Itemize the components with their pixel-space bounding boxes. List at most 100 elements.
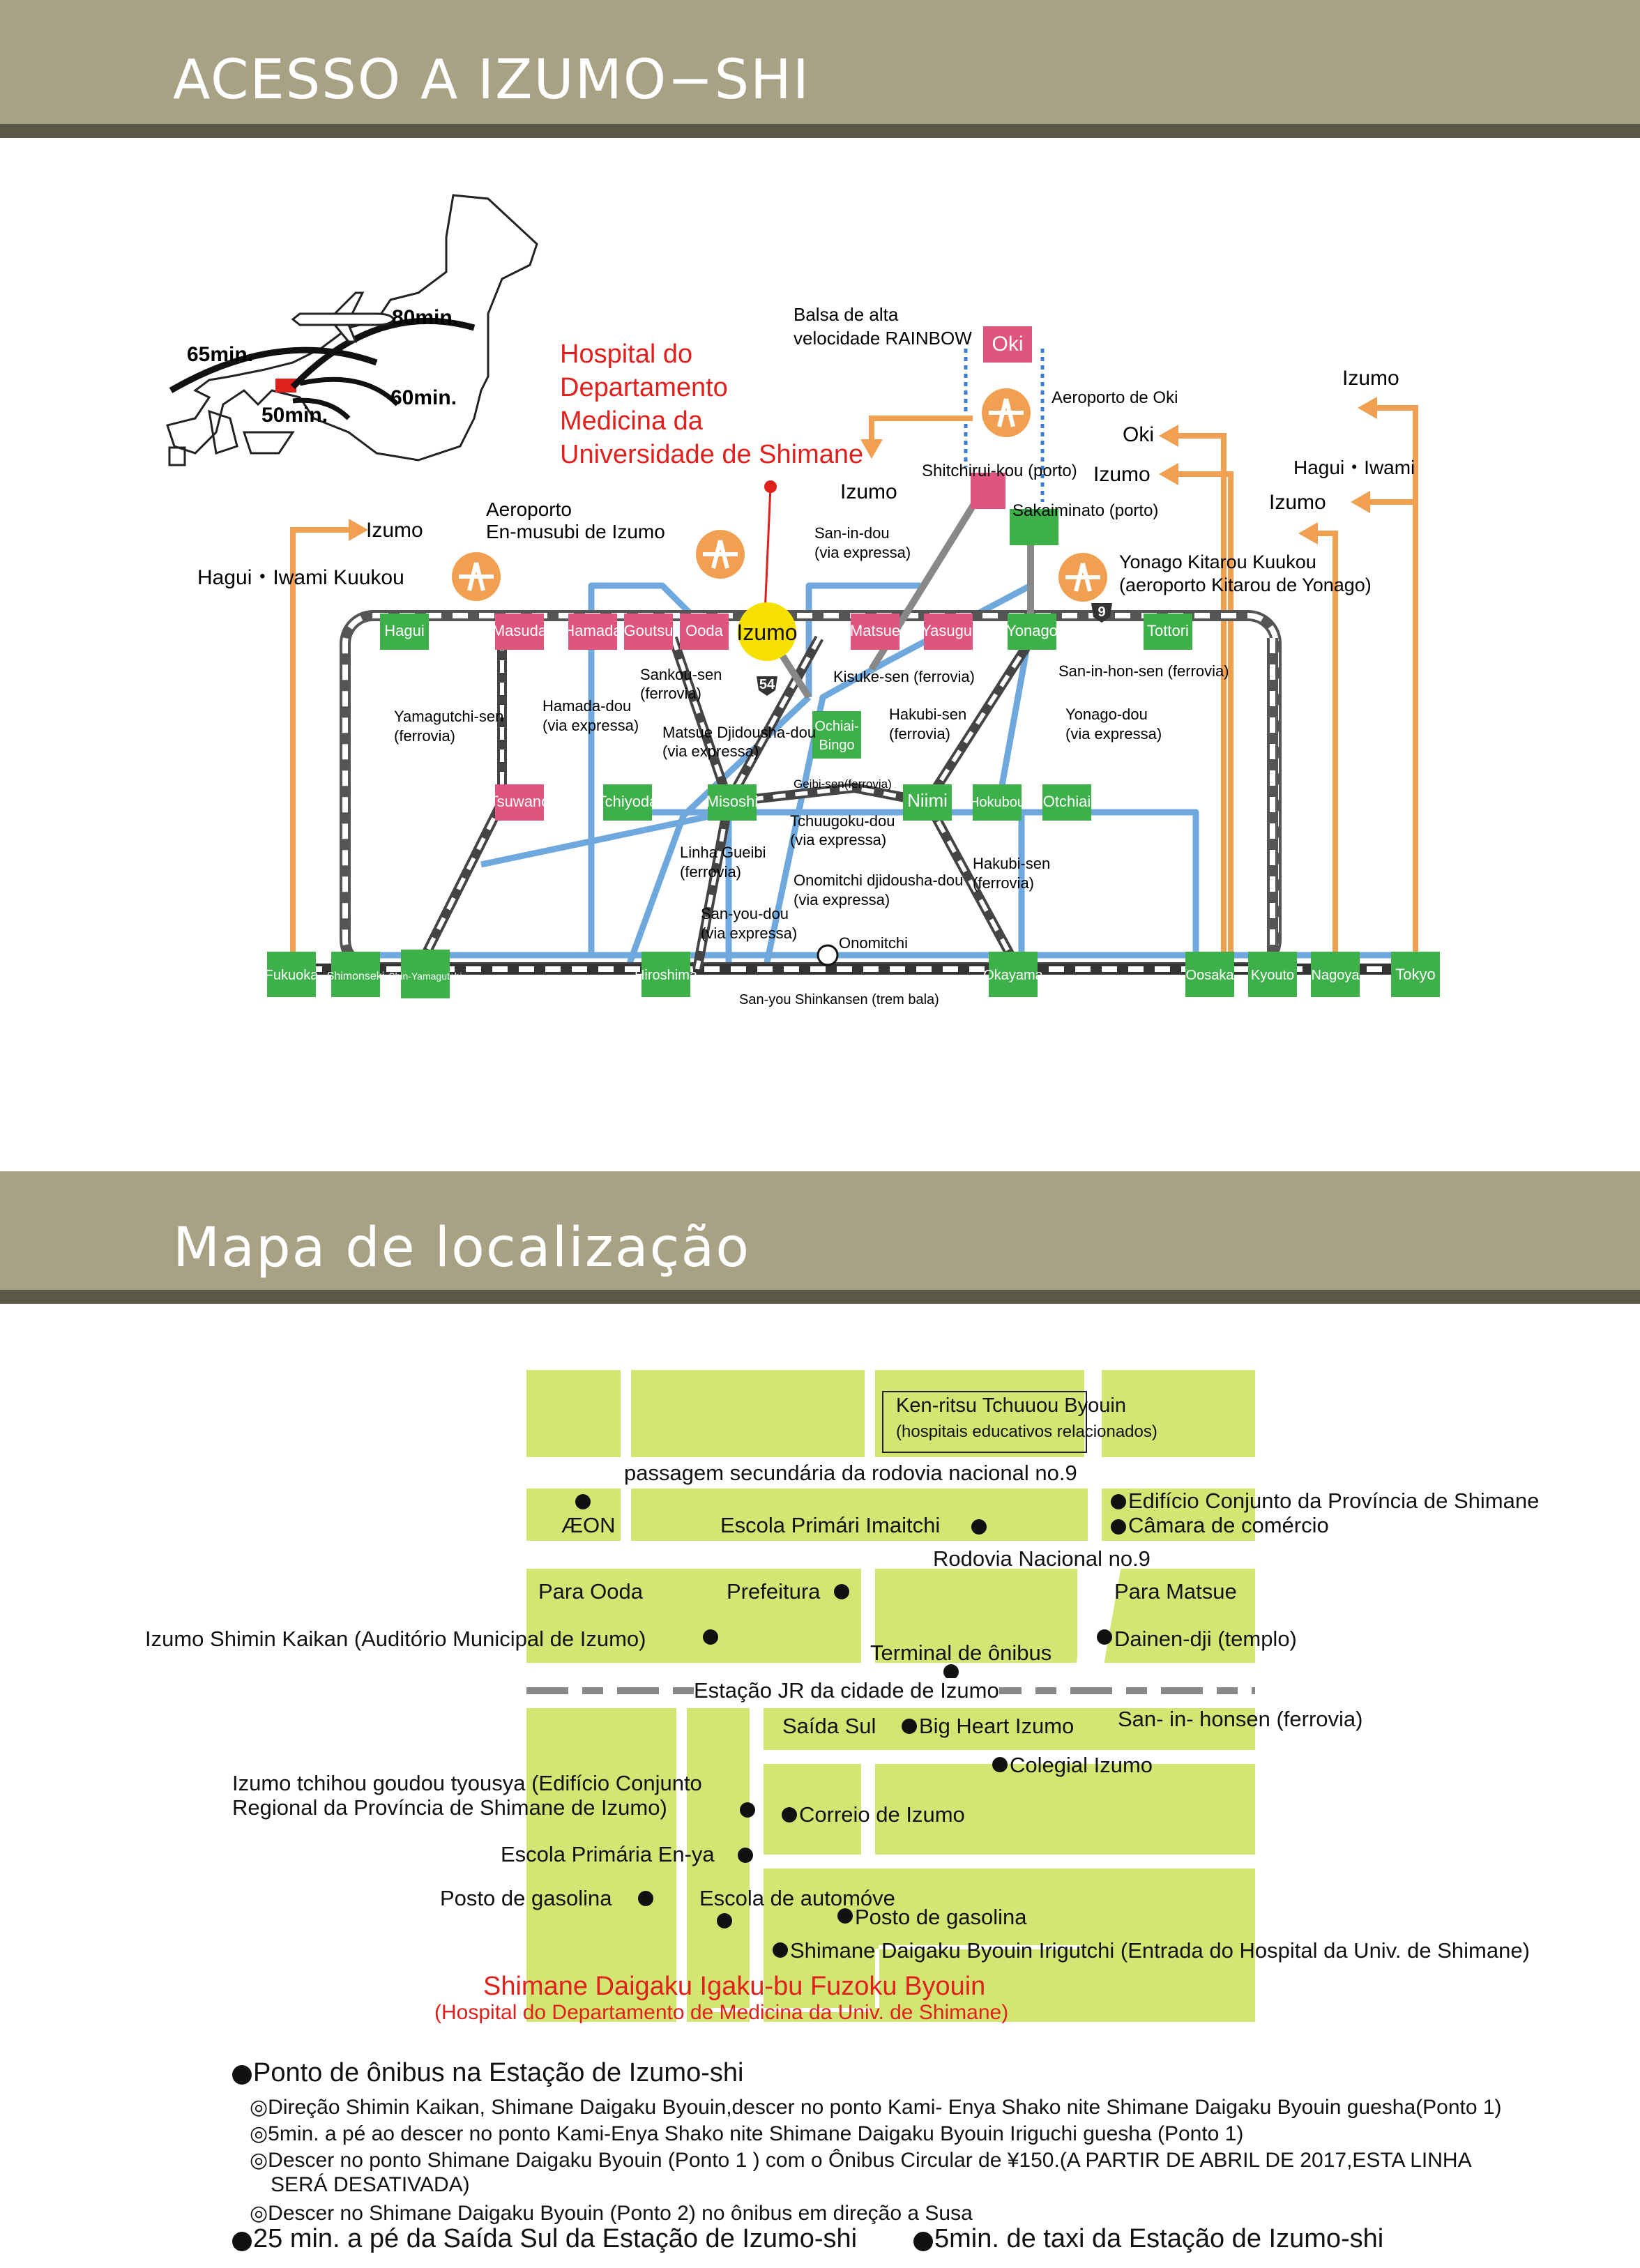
kaikan-dot <box>703 1629 718 1645</box>
dest-izumo-1: Izumo <box>366 519 423 542</box>
ferry-label-1: Balsa de alta <box>794 304 899 325</box>
station-hamada: Hamada <box>563 622 622 639</box>
label-posto1: Posto de gasolina <box>440 1886 612 1910</box>
station-yonago: Yonago <box>1006 622 1058 639</box>
ferry-label-2: velocidade RAINBOW <box>794 328 972 349</box>
notes-heading: Ponto de ônibus na Estação de Izumo-shi <box>253 2058 744 2087</box>
shimane-marker <box>275 379 296 393</box>
label-para-ooda: Para Ooda <box>538 1579 643 1604</box>
lbl-hakubi2-1: Hakubi-sen <box>973 855 1050 872</box>
station-oosaka: Oosaka <box>1186 968 1235 983</box>
airport-izumo-2: En-musubi de Izumo <box>486 521 665 542</box>
label-para-matsue: Para Matsue <box>1114 1579 1237 1604</box>
label-iriguchi: Shimane Daigaku Byouin Irigutchi (Entrad… <box>790 1938 1530 1963</box>
terminal-dot <box>943 1664 959 1680</box>
airplane-icon <box>291 291 395 343</box>
label-estacao: Estação JR da cidade de Izumo <box>694 1678 999 1703</box>
section-header-band-2 <box>0 1171 1640 1290</box>
dest-izumo-2: Izumo <box>840 480 897 503</box>
station-ooda: Ooda <box>685 622 724 639</box>
label-passagem: passagem secundária da rodovia nacional … <box>624 1461 1077 1485</box>
lbl-hamada-1: Hamada-dou <box>542 697 631 715</box>
station-fukuoka: Fukuoka <box>265 968 319 983</box>
lbl-onomitchi-dou-1: Onomitchi djidousha-dou <box>794 872 963 889</box>
section-header-band <box>0 0 1640 124</box>
airport-izumo-1: Aeroporto <box>486 498 572 520</box>
section-header-shadow-2 <box>0 1290 1640 1304</box>
airport-icon-izumo <box>696 530 745 579</box>
station-yasugui: Yasugui <box>921 622 975 639</box>
label-rodovia9: Rodovia Nacional no.9 <box>933 1546 1151 1571</box>
label-aeon: ÆON <box>561 1513 616 1537</box>
airport-yonago-1: Yonago Kitarou Kuukou <box>1119 551 1316 572</box>
route-54: 54 <box>759 677 775 692</box>
airport-oki: Aeroporto de Oki <box>1051 388 1178 407</box>
dest-izumo-3: Izumo <box>1093 463 1151 486</box>
label-colegial: Colegial Izumo <box>1010 1753 1153 1777</box>
label-correio: Correio de Izumo <box>799 1802 965 1827</box>
label-posto2: Posto de gasolina <box>855 1905 1027 1929</box>
station-hiroshima: Hiroshima <box>635 968 698 983</box>
lbl-sanin-hon: San-in-hon-sen (ferrovia) <box>1058 662 1229 680</box>
dest-oki: Oki <box>1123 423 1154 446</box>
note-item-1: ◎Direção Shimin Kaikan, Shimane Daigaku … <box>250 2096 1502 2119</box>
posto2-dot <box>837 1908 853 1924</box>
lbl-yamaguchi-2: (ferrovia) <box>394 727 455 745</box>
label-saida-sul: Saída Sul <box>782 1714 876 1738</box>
posto1-dot <box>638 1891 653 1906</box>
station-hokubou: Hokubou <box>969 795 1025 810</box>
lbl-shinkansen: San-you Shinkansen (trem bala) <box>739 992 939 1007</box>
bullet <box>232 2065 252 2085</box>
station-goutsu: Goutsu <box>624 622 674 639</box>
label-big-heart: Big Heart Izumo <box>919 1714 1075 1738</box>
note-item-2: ◎5min. a pé ao descer no ponto Kami-Enya… <box>250 2122 1244 2145</box>
airport-icon-yonago <box>1058 553 1107 602</box>
label-goudou-2: Regional da Província de Shimane de Izum… <box>232 1795 667 1820</box>
port-sakaiminato: Sakaiminato (porto) <box>1012 501 1158 520</box>
lbl-sanyou-2: (via expressa) <box>701 924 797 942</box>
port-shitchirui: Shitchirui-kou (porto) <box>922 462 1077 480</box>
station-matsue: Matsue <box>850 622 900 639</box>
kenritsu-1: Ken-ritsu Tchuuou Byouin <box>896 1394 1126 1417</box>
autoescola-dot <box>717 1913 732 1928</box>
dainen-dot <box>1097 1629 1112 1645</box>
station-nagoya: Nagoya <box>1312 968 1360 983</box>
station-shin-yamaguchi: Shin-Yamagutchi <box>388 971 462 982</box>
japan-inset-map <box>166 194 538 466</box>
imaitchi-dot <box>971 1519 987 1535</box>
lbl-yonago-2: (via expressa) <box>1065 725 1162 743</box>
airport-yonago-2: (aeroporto Kitarou de Yonago) <box>1119 574 1372 595</box>
section-header-shadow <box>0 124 1640 138</box>
lbl-sankou-2: (ferrovia) <box>640 685 701 702</box>
label-camara: Câmara de comércio <box>1128 1513 1329 1537</box>
lbl-sankou-1: Sankou-sen <box>640 666 722 683</box>
colegial-dot <box>992 1757 1008 1772</box>
lbl-matsue-1: Matsue Djidousha-dou <box>662 724 816 741</box>
lbl-kisuke: Kisuke-sen (ferrovia) <box>833 668 975 685</box>
label-hospital-red: Shimane Daigaku Igaku-bu Fuzoku Byouin <box>483 1972 986 2001</box>
label-terminal: Terminal de ônibus <box>870 1641 1052 1665</box>
hospital-label-2: Departamento <box>560 373 728 402</box>
station-masuda: Masuda <box>492 622 547 639</box>
station-misoshi: Misoshi <box>706 793 759 810</box>
lbl-tchuugoku-2: (via expressa) <box>790 831 886 848</box>
label-hospital-red-sub: (Hospital do Departamento de Medicina da… <box>434 2001 1009 2024</box>
bigheart-dot <box>902 1719 917 1734</box>
goudou-dot <box>740 1802 755 1818</box>
lbl-hakubi1-1: Hakubi-sen <box>889 706 966 723</box>
lbl-onomitchi: Onomitchi <box>839 934 908 952</box>
station-tchiyoda: Tchiyoda <box>598 793 659 810</box>
station-otchiai: Otchiai <box>1043 793 1091 810</box>
route-9: 9 <box>1098 604 1105 620</box>
airport-icon-oki <box>982 388 1031 437</box>
airport-icon-hagui <box>452 552 501 601</box>
dest-izumo-4: Izumo <box>1269 491 1326 514</box>
inset-time-65: 65min. <box>187 343 253 366</box>
camara-dot <box>1111 1519 1126 1535</box>
section-title-access: ACESSO A IZUMO−SHI <box>173 49 810 112</box>
bullet <box>232 2232 252 2251</box>
station-kyouto: Kyouto <box>1251 968 1294 983</box>
inset-time-80: 80min. <box>392 306 458 329</box>
note-taxi: 5min. de taxi da Estação de Izumo-shi <box>934 2224 1384 2253</box>
label-dainen: Dainen-dji (templo) <box>1114 1627 1297 1651</box>
